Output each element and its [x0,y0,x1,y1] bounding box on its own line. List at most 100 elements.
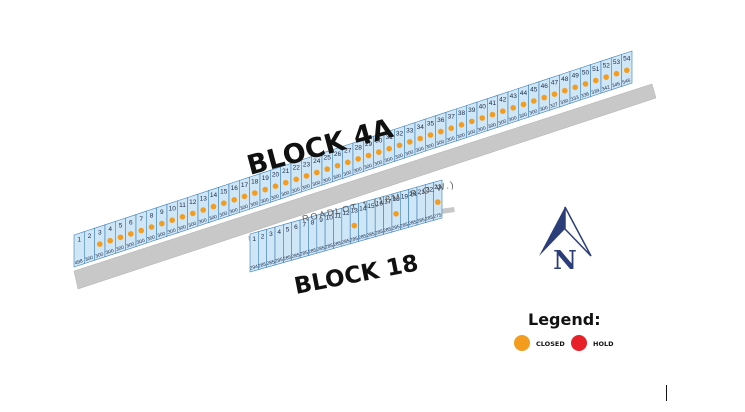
block-4a-lot-area: 300 [415,146,425,154]
block-18-status-dot [393,211,399,217]
block-18-lot-number: 5 [286,226,290,233]
block-4a-lot-number: 7 [139,216,143,223]
block-18-lot-area: 285 [299,250,309,258]
block-4a-lot-area: 300 [301,183,311,191]
block-4a-status-dot [448,125,455,131]
block-4a-lot-number: 54 [623,56,631,63]
block-4a-lot-area: 300 [95,251,105,259]
block-4a-status-dot [303,173,310,179]
block-18-lot-number: 7 [302,222,306,229]
block-4a-lot-number: 14 [210,192,218,199]
block-4a-status-dot [159,220,165,227]
block-4a-lot-area: 300 [188,221,198,229]
block-18-lot-area: 285 [424,214,434,222]
block-4a-status-dot [293,176,300,183]
block-4a-lot-area: 300 [332,173,342,181]
block-4a-lot-number: 26 [334,151,342,158]
block-4a-status-dot [345,159,351,166]
block-4a-lot-area: 327 [549,101,559,109]
block-18-lot-area: 285 [333,240,343,248]
block-4a-lot-area: 300 [477,125,487,133]
block-4a-lot-number: 50 [582,69,590,76]
block-4a-status-dot [148,224,155,230]
block-4a-lot-number: 19 [262,175,270,182]
block-18-lot-number: 21 [417,189,425,196]
block-4a-lot-area: 546 [622,78,632,86]
block-4a-status-dot [355,156,362,162]
block-18-lot-area: 285 [408,219,418,227]
block-4a-lot-area: 300 [177,224,187,232]
block-4a-lot-number: 41 [489,100,497,107]
block-4a-status-dot [469,118,475,125]
block-18-lots: 1294228532854285528562857285828592851028… [249,179,443,273]
block-18-lot-number: 2 [261,234,265,241]
block-4a-lot-number: 48 [561,76,569,83]
block-4a-status-dot [252,190,258,196]
block-4a-lots: 1498230033004300530063007300830093001030… [73,50,633,268]
block-4a-lot-number: 38 [458,110,466,117]
block-18-lot-number: 16 [376,201,384,208]
block-4a-lot-area: 300 [446,135,456,143]
legend-closed: CLOSED [514,335,565,351]
block-4a-lot-number: 27 [344,148,352,155]
block-4a-lot-number: 5 [119,223,123,230]
block-4a-lot-area: 339 [591,88,601,96]
block-18-lot-area: 285 [283,254,293,262]
block-4a-lot-number: 40 [479,103,487,110]
block-4a-lot-number: 12 [189,199,197,206]
block-18-lot-area: 285 [399,222,409,230]
block-4a-status-dot [593,77,599,84]
north-label: N [553,246,577,276]
block-4a-lot-area: 300 [291,187,301,195]
block-4a-lot-area: 300 [374,159,384,167]
block-4a-lot-area: 300 [270,193,280,201]
block-4a-lot-number: 39 [468,107,476,114]
block-18-lot-number: 10 [326,215,334,222]
block-18-lot-area: 285 [366,231,376,239]
block-4a-lot-area: 300 [456,132,466,140]
block-4a-lot-number: 2 [88,233,92,240]
block-4a-lot-number: 49 [572,73,580,80]
block-4a-status-dot [376,149,382,155]
block-4a-status-dot [407,139,413,145]
block-4a-status-dot [531,98,537,104]
block-4a-lot-number: 10 [169,206,177,213]
block-4a-status-dot [117,234,124,241]
block-4a-lot-area: 300 [260,197,270,205]
block-18-lot-number: 14 [359,205,367,212]
block-18-lot-number: 19 [401,194,409,201]
roadlot-1 [73,83,657,290]
block-4a-status-dot [169,217,175,223]
block-4a-lot-area: 342 [601,84,611,92]
block-4a-status-dot [582,81,589,87]
block-4a-lot-number: 23 [303,161,311,168]
block-18-lot-area: 285 [316,245,326,253]
block-4a-lot-area: 300 [498,118,508,126]
block-4a-lot-number: 46 [541,83,549,90]
block-18-lot-area: 285 [349,236,359,244]
block-18-lot-area: 285 [383,226,393,234]
block-18-lot-area: 285 [416,217,426,225]
block-4a-status-dot [179,214,186,220]
block-4a-lot-area: 300 [394,153,404,161]
block-4a-lot-number: 21 [282,168,290,175]
block-18-lot-area: 275 [433,212,443,220]
block-4a-lot-number: 13 [200,195,208,202]
block-18-lot-number: 15 [367,203,375,210]
block-4a-status-dot [262,186,269,193]
legend-closed-label: CLOSED [536,340,565,348]
block-4a-status-dot [427,132,434,138]
block-4a-lot-area: 300 [208,214,218,222]
block-4a-lot-area: 300 [146,234,156,242]
block-4a-status-dot [190,210,196,217]
block-4a-status-dot [97,241,103,247]
block-4a-lot-area: 300 [363,163,373,171]
block-18-lot-area: 285 [291,252,301,260]
block-4a-lot-number: 9 [160,209,164,216]
block-4a-lot-number: 51 [592,66,600,73]
block-4a-status-dot [324,166,331,172]
block-4a-status-dot [386,145,393,152]
block-4a-lot-number: 15 [220,189,228,196]
block-4a-lot-number: 43 [510,93,518,100]
block-4a-status-dot [272,183,279,189]
